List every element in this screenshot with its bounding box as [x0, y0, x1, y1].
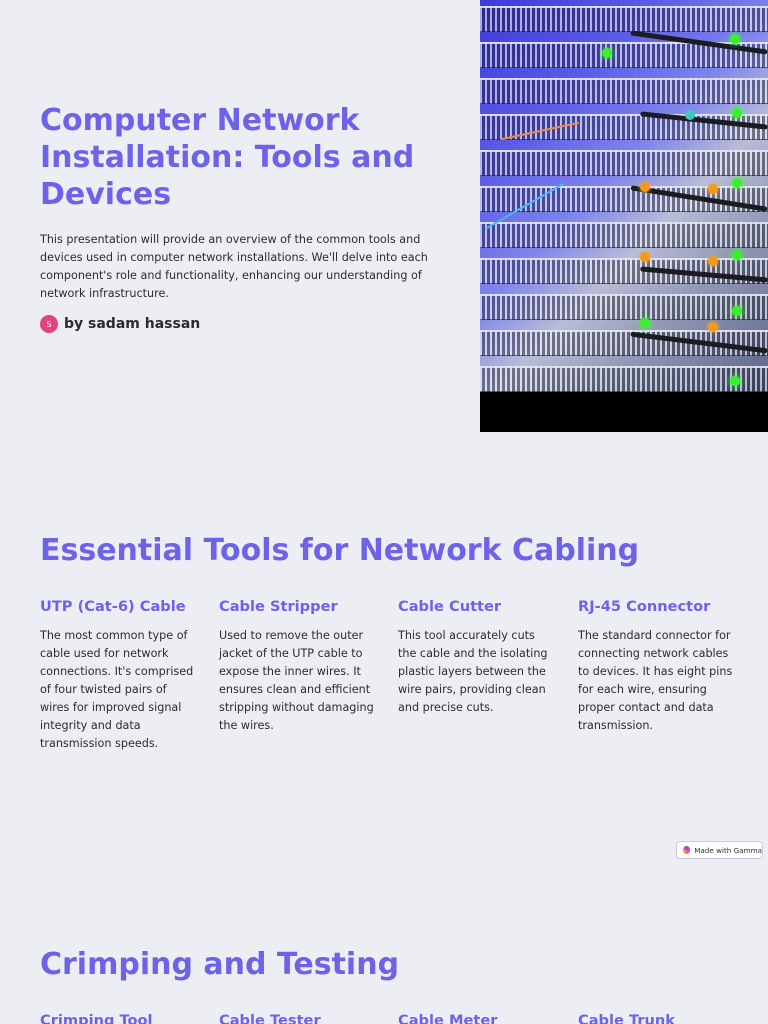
tool-description: This tool accurately cuts the cable and … [398, 629, 548, 714]
server-rack-photo [480, 0, 768, 392]
tools-slide: Essential Tools for Network Cabling UTP … [0, 432, 768, 864]
gamma-logo-icon [683, 846, 691, 854]
tool-title: RJ-45 Connector [578, 598, 711, 615]
tool-title: Cable Tester [219, 1012, 321, 1024]
tool-title: Cable Stripper [219, 598, 338, 615]
tool-description: The most common type of cable used for n… [40, 629, 194, 750]
title-slide: Computer Network Installation: Tools and… [0, 0, 768, 432]
presentation-description: This presentation will provide an overvi… [40, 233, 428, 300]
tool-card-cable-meter: Cable Meter [398, 1011, 553, 1024]
tool-title: Cable Meter [398, 1012, 498, 1024]
crimping-slide: Crimping and Testing Crimping Tool Cable… [0, 864, 768, 1024]
section-title: Crimping and Testing [40, 947, 400, 982]
tool-card-cable-cutter: Cable Cutter This tool accurately cuts t… [398, 597, 553, 717]
avatar: S [40, 315, 58, 333]
tool-description: Used to remove the outer jacket of the U… [219, 629, 374, 732]
tool-card-rj45-connector: RJ-45 Connector The standard connector f… [578, 597, 733, 735]
tool-title: Cable Cutter [398, 598, 502, 615]
author-line: S by sadam hassan [40, 314, 200, 334]
section-title: Essential Tools for Network Cabling [40, 533, 640, 568]
tool-card-utp-cable: UTP (Cat-6) Cable The most common type o… [40, 597, 195, 753]
tool-title: Cable Trunk [578, 1012, 676, 1024]
made-with-gamma-badge[interactable]: Made with Gamma [676, 841, 763, 859]
author-name: by sadam hassan [64, 316, 201, 332]
tool-card-crimping-tool: Crimping Tool [40, 1011, 195, 1024]
tool-card-cable-trunk: Cable Trunk [578, 1011, 733, 1024]
server-rack-image [480, 0, 768, 432]
tool-card-cable-tester: Cable Tester [219, 1011, 374, 1024]
tool-title: Crimping Tool [40, 1012, 153, 1024]
badge-label: Made with Gamma [694, 845, 762, 855]
tool-description: The standard connector for connecting ne… [578, 629, 733, 732]
presentation-title: Computer Network Installation: Tools and… [40, 103, 415, 212]
tool-card-cable-stripper: Cable Stripper Used to remove the outer … [219, 597, 374, 735]
tool-title: UTP (Cat-6) Cable [40, 598, 186, 615]
